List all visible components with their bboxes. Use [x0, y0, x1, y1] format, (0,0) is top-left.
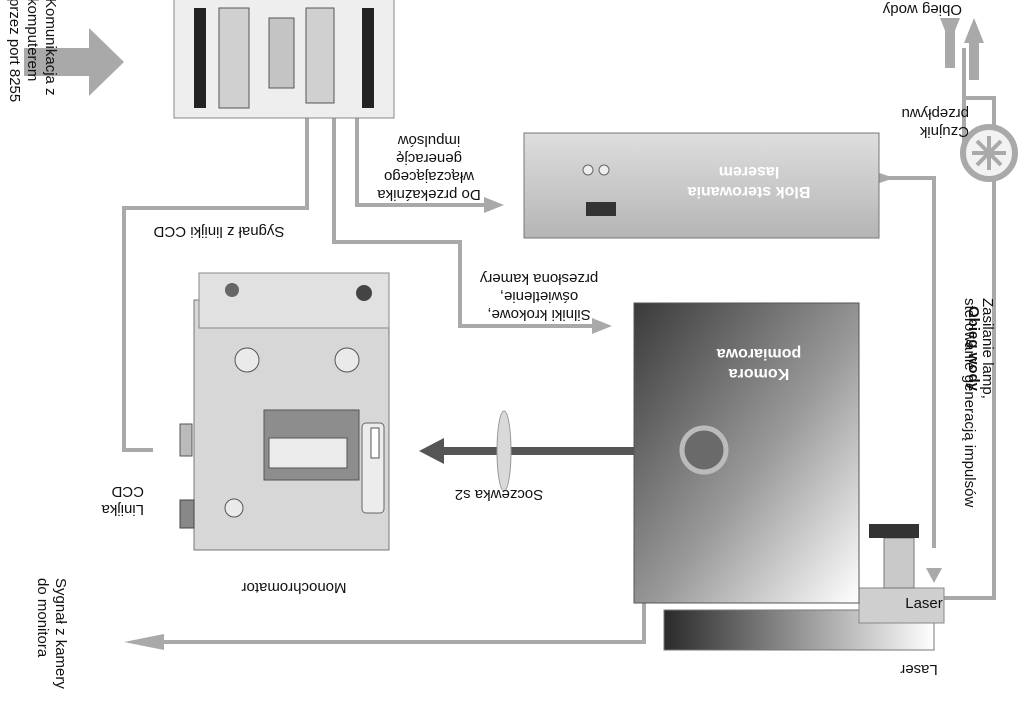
- comm-big-arrow: [24, 28, 124, 96]
- lens-s2: [496, 410, 512, 492]
- knob-1: [234, 347, 260, 373]
- laser-beam: [419, 438, 634, 464]
- relay-line: [355, 98, 494, 207]
- motors-arrowhead: [592, 318, 612, 334]
- lamp-arrowhead: [926, 568, 942, 583]
- camera-signal-arrowhead: [124, 634, 164, 650]
- laser: [663, 524, 945, 651]
- water-top-arrows: [945, 18, 979, 80]
- relay-arrowhead: [484, 197, 504, 213]
- labels: Laser: [905, 595, 943, 612]
- monochromator: [179, 272, 390, 551]
- laser-label: Laser: [905, 595, 943, 612]
- lamp-line: [884, 176, 936, 548]
- chamber-window: [679, 425, 729, 475]
- flow-sensor: [960, 124, 1018, 182]
- camera-signal-line: [149, 558, 646, 644]
- beam-arrowhead: [419, 438, 444, 464]
- water-circuit-line: [944, 48, 996, 600]
- water-top-arrow-down: [964, 18, 984, 43]
- diagram-stage: Laser Laser Komora pomiarowa Blok sterow…: [6, 0, 1018, 689]
- knob-2: [334, 347, 360, 373]
- ccd-signal-line: [122, 103, 309, 452]
- knob-3: [224, 498, 244, 518]
- measurement-chamber: [633, 302, 860, 604]
- laser-mount-top: [869, 524, 919, 538]
- motors-line: [332, 98, 604, 328]
- laser-control-block: [523, 132, 880, 239]
- control-electronics: [173, 0, 395, 119]
- laser-mount: [883, 537, 915, 589]
- laser-system-diagram: Laser: [24, 0, 1018, 651]
